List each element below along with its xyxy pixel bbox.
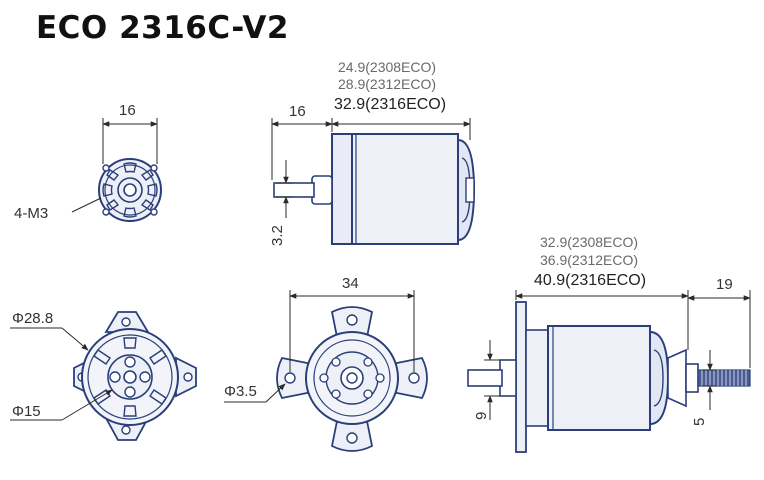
mount-holes-label: 4-M3 bbox=[14, 205, 48, 222]
mount-view bbox=[224, 290, 428, 452]
side-top-length-2316: 32.9(2316ECO) bbox=[334, 96, 446, 113]
shaft-length-label: 19 bbox=[716, 276, 733, 293]
side-bottom-length-2316: 40.9(2316ECO) bbox=[534, 272, 646, 289]
side-bottom-length-2308: 32.9(2308ECO) bbox=[540, 234, 638, 250]
side-bottom-length-2312: 36.9(2312ECO) bbox=[540, 252, 638, 268]
side-top-offset-label: 16 bbox=[289, 103, 306, 120]
front-view-top bbox=[71, 118, 162, 222]
side-top-length-2312: 28.9(2312ECO) bbox=[338, 76, 436, 92]
front-view-bottom bbox=[10, 311, 197, 441]
side-view-top bbox=[271, 118, 476, 245]
side-top-shaft-label: 3.2 bbox=[269, 225, 286, 246]
front-top-width-label: 16 bbox=[119, 102, 136, 119]
inner-diameter-label: Φ15 bbox=[12, 403, 41, 420]
mount-width-label: 34 bbox=[342, 275, 359, 292]
side-top-length-2308: 24.9(2308ECO) bbox=[338, 59, 436, 75]
drawing-title: ECO 2316C-V2 bbox=[36, 10, 289, 46]
outer-diameter-label: Φ28.8 bbox=[12, 310, 53, 327]
thread-diameter-label: 5 bbox=[691, 418, 708, 426]
shaft-diameter-label: 9 bbox=[473, 412, 490, 420]
side-view-bottom bbox=[467, 290, 751, 453]
mount-hole-label: Φ3.5 bbox=[224, 383, 257, 400]
